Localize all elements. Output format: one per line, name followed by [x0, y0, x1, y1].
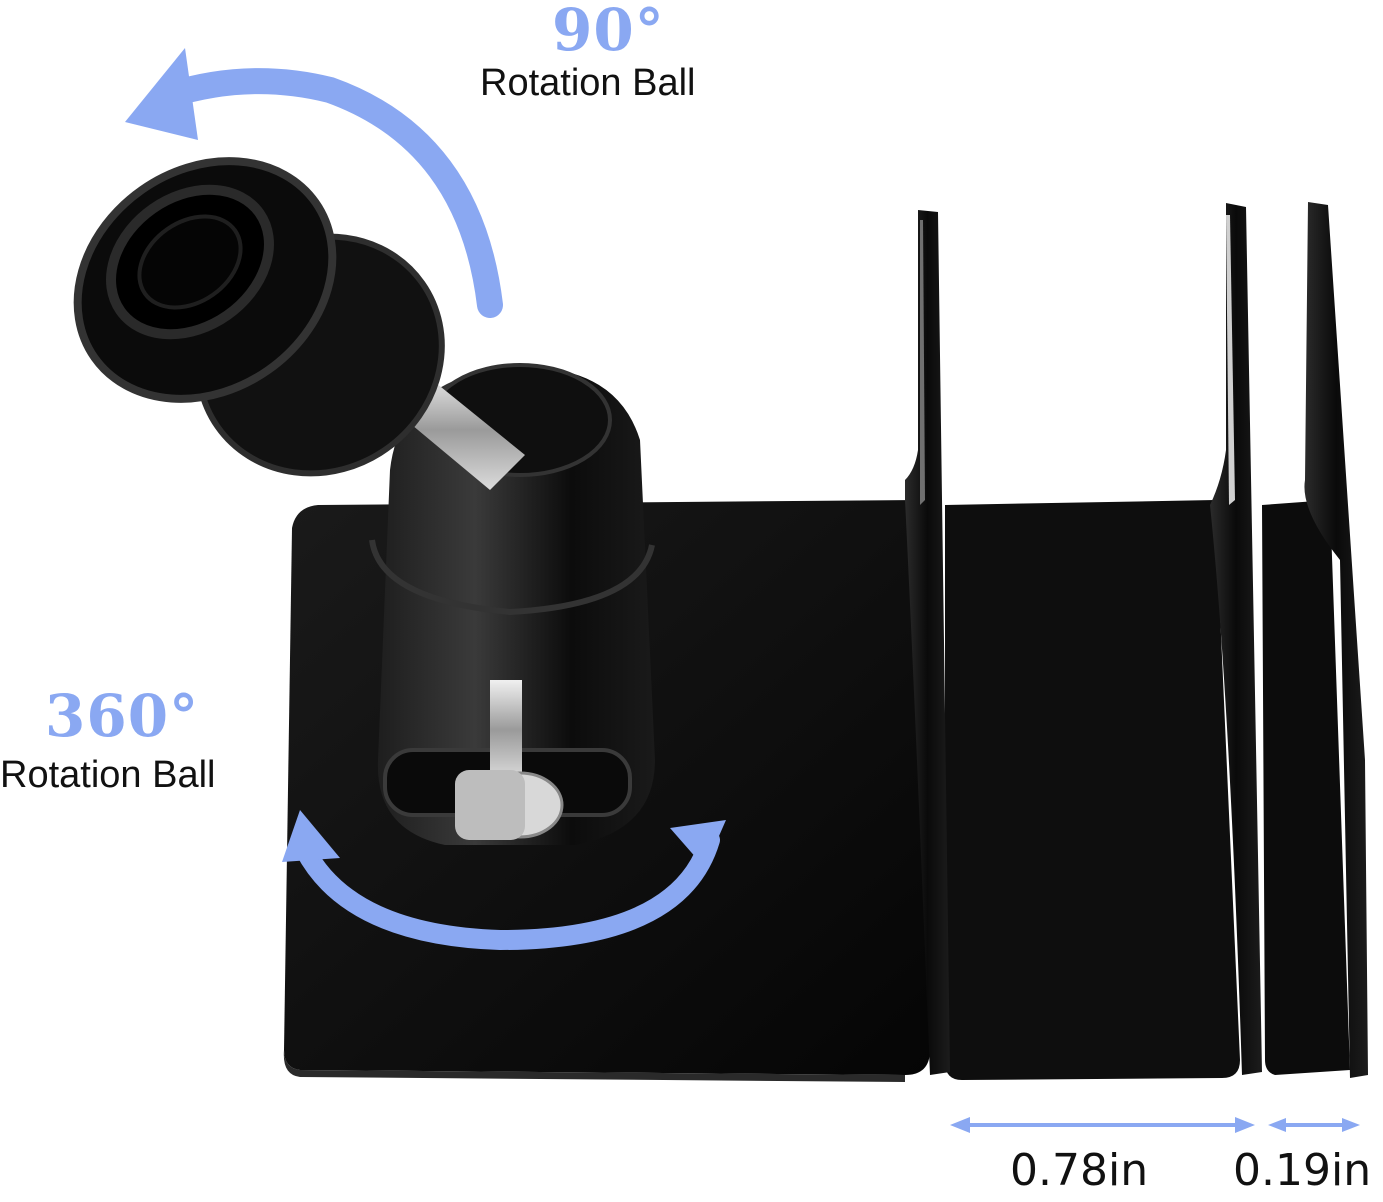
slot-floor-narrow: [1262, 500, 1350, 1075]
slot-wall-1-highlight: [920, 220, 925, 505]
base-plate-edge: [283, 1050, 905, 1082]
lock-knob-body: [455, 770, 525, 840]
slot-floor-wide: [945, 500, 1240, 1080]
dim-arrow-narrow-right: [1342, 1118, 1360, 1132]
arrow-360-arc: [295, 830, 720, 951]
knob-inner: [137, 214, 243, 310]
dim-arrow-wide-left: [950, 1117, 970, 1133]
slot-narrow-dimension: 0.19in: [1233, 1145, 1372, 1196]
slot-wide-dimension: 0.78in: [1010, 1145, 1149, 1196]
arrow-360-head-right: [670, 820, 726, 868]
ball-head-body: [377, 367, 655, 845]
arrow-360-head-left: [282, 810, 340, 862]
collar-ring: [369, 539, 655, 616]
slot-wall-2-highlight: [1226, 215, 1235, 505]
left-degree-label: 360°: [45, 682, 200, 750]
slot-wall-3: [1304, 202, 1368, 1078]
slot-wall-2: [1210, 203, 1262, 1075]
left-rotation-label: Rotation Ball: [0, 754, 216, 796]
slot-wall-1: [905, 210, 950, 1075]
arrow-90-head: [125, 48, 198, 140]
arrow-90-arc: [157, 68, 503, 318]
dim-arrow-narrow-left: [1268, 1118, 1286, 1132]
dim-arrow-wide-right: [1235, 1117, 1255, 1133]
lock-screw: [490, 680, 522, 780]
top-rotation-label: Rotation Ball: [480, 62, 696, 104]
top-degree-label: 90°: [552, 0, 665, 64]
